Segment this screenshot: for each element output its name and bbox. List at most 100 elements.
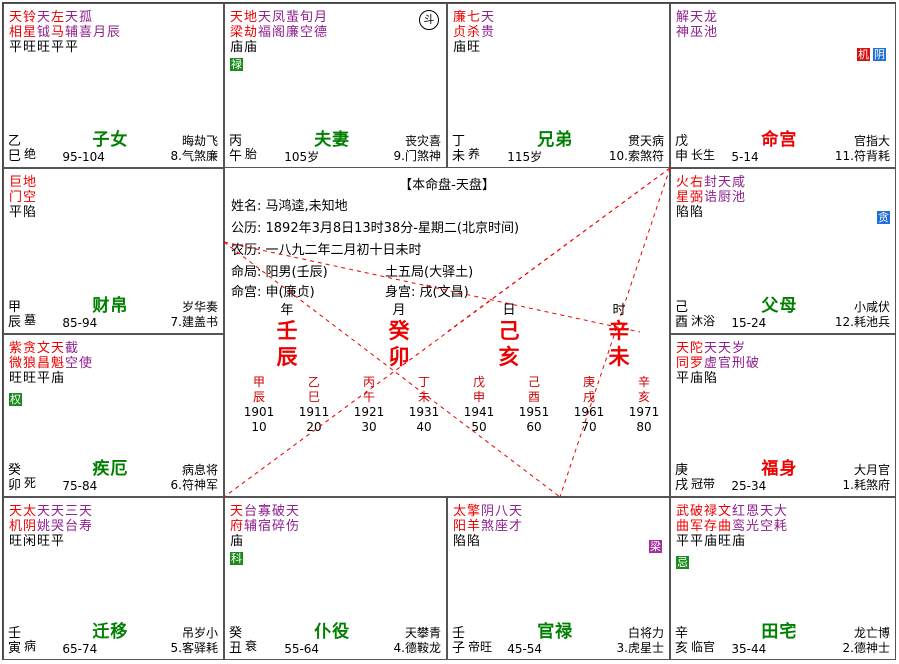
age-range: 55-64 [284, 642, 320, 656]
star-char: 庙 [244, 40, 259, 55]
changsheng-label: 墓 [24, 313, 37, 327]
star-char: 平 [65, 40, 80, 55]
pillar-label: 日 [502, 303, 516, 318]
star-char: 平 [37, 371, 52, 386]
star-char: 七 [467, 10, 482, 25]
star-row: 解天龙 [676, 10, 718, 25]
palace-name[interactable]: 官禄 [537, 622, 574, 642]
sihua-badge: 忌 [676, 556, 689, 569]
ganzhi-char: 寅 [8, 641, 22, 656]
star-char: 虚 [704, 356, 719, 371]
star-char: 池 [704, 25, 719, 40]
palace-name[interactable]: 疾厄 [92, 459, 129, 479]
star-row: 庙旺 [453, 40, 495, 55]
star-row: 天太天天三天 [9, 504, 93, 519]
palace-name[interactable]: 田宅 [761, 622, 798, 642]
star-list: 紫贪文天截微狼昌魁空使旺旺平庙 [9, 341, 93, 386]
palace-name[interactable]: 兄弟 [537, 130, 574, 150]
star-char: 旬 [300, 10, 315, 25]
palace-name[interactable]: 福身 [761, 459, 798, 479]
palace-name[interactable]: 命宫 [761, 130, 798, 150]
age-range: 35-44 [731, 642, 767, 656]
center-title: 【本命盘-天盘】 [399, 178, 495, 193]
gods-top: 贯天病 [627, 134, 664, 148]
palace-name[interactable]: 财帛 [92, 296, 129, 316]
star-row: 廉七天 [453, 10, 495, 25]
star-char: 旺 [37, 40, 52, 55]
palace-name[interactable]: 父母 [761, 296, 798, 316]
star-char: 廉 [453, 10, 468, 25]
star-char: 禄 [704, 504, 719, 519]
dayun-year: 1931 [408, 405, 440, 419]
pillar-stem: 壬 [276, 319, 298, 343]
dayun-year: 1971 [628, 405, 660, 419]
star-char: 鸾 [732, 519, 747, 534]
gods-bottom: 4.德鞍龙 [393, 641, 441, 655]
star-row: 旺闲旺平 [9, 534, 93, 549]
palace-name[interactable]: 夫妻 [314, 130, 351, 150]
star-char: 官 [718, 356, 733, 371]
star-char: 火 [676, 175, 691, 190]
changsheng-label: 衰 [245, 639, 258, 653]
gods-top: 小咸伏 [853, 300, 890, 314]
star-row: 太擎阴八天 [453, 504, 523, 519]
palace-name[interactable]: 子女 [92, 130, 129, 150]
star-list: 天太天天三天机阴姚哭台寿旺闲旺平 [9, 504, 93, 549]
star-char: 天 [718, 341, 733, 356]
star-char: 庙 [704, 534, 719, 549]
star-row: 武破禄文红恩天大 [676, 504, 788, 519]
age-range: 115岁 [507, 150, 543, 164]
star-char: 寿 [79, 519, 94, 534]
dayun-g: 丁 [417, 375, 430, 389]
star-char: 封 [704, 175, 719, 190]
palace-name[interactable]: 仆役 [314, 622, 351, 642]
pillar-label: 时 [612, 303, 626, 318]
star-char: 昌 [37, 356, 52, 371]
changsheng-label: 死 [24, 476, 37, 490]
star-char: 辰 [107, 25, 122, 40]
star-list: 天台寡破天府辅宿碎伤庙 [230, 504, 300, 549]
star-char: 陷 [690, 205, 705, 220]
pillar-branch: 未 [608, 345, 630, 369]
ganzhi-char: 辛 [675, 626, 689, 641]
dayun-year: 1921 [353, 405, 385, 419]
star-row: 神巫池 [676, 25, 718, 40]
dou-mark: 斗 [419, 10, 439, 30]
star-list: 解天龙神巫池 [676, 10, 718, 40]
dayun-g: 庚 [582, 375, 595, 389]
gods-top: 龙亡博 [853, 626, 890, 640]
gods-bottom: 2.德神士 [842, 641, 890, 655]
star-char: 微 [9, 356, 24, 371]
sihua-badge: 贪 [877, 211, 890, 224]
ganzhi-char: 巳 [8, 149, 22, 164]
ganzhi-char: 申 [675, 149, 689, 164]
pillar-branch: 卯 [388, 345, 410, 369]
star-row: 贞杀贵 [453, 25, 495, 40]
palace-name[interactable]: 迁移 [92, 622, 129, 642]
pillar: 月癸卯 [379, 299, 419, 370]
pillar-stem: 辛 [608, 319, 630, 343]
star-char: 贵 [481, 25, 496, 40]
gods-top: 大月官 [853, 463, 890, 477]
